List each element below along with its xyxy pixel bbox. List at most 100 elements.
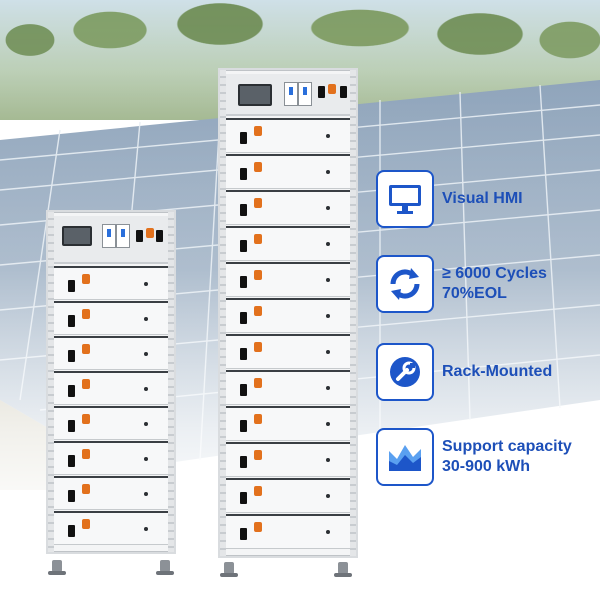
- circuit-breaker: [298, 82, 312, 106]
- module-plug: [68, 384, 75, 397]
- battery-module: [54, 301, 168, 335]
- module-plug: [68, 524, 75, 537]
- status-led: [144, 386, 148, 391]
- battery-module: [226, 262, 350, 297]
- rack-foot: [156, 560, 174, 575]
- module-plug: [240, 456, 247, 468]
- rack-foot: [334, 562, 352, 577]
- orange-connector: [254, 198, 262, 208]
- status-led: [326, 530, 330, 534]
- wrench-icon: [376, 343, 434, 401]
- status-led: [144, 491, 148, 496]
- status-led: [326, 494, 330, 498]
- orange-connector: [82, 378, 90, 389]
- power-plug: [318, 86, 325, 98]
- orange-connector: [82, 518, 90, 529]
- orange-connector: [254, 270, 262, 280]
- battery-rack-large: [218, 68, 358, 558]
- orange-connector: [254, 378, 262, 388]
- rack-rail: [48, 212, 54, 552]
- battery-module: [226, 298, 350, 333]
- battery-module: [226, 406, 350, 441]
- feature-text: Rack-Mounted: [442, 362, 552, 382]
- monitor-icon: [376, 170, 434, 228]
- capacity-chart-icon: [376, 428, 434, 486]
- battery-module: [226, 190, 350, 225]
- module-plug: [240, 168, 247, 180]
- rack-foot: [220, 562, 238, 577]
- orange-connector: [82, 483, 90, 494]
- status-led: [326, 386, 330, 390]
- module-plug: [240, 132, 247, 144]
- module-plug: [68, 279, 75, 292]
- status-led: [326, 170, 330, 174]
- orange-connector: [254, 342, 262, 352]
- feature-line: Rack-Mounted: [442, 363, 553, 380]
- module-plug: [240, 492, 247, 504]
- feature-line: 30-900 kWh: [442, 458, 531, 475]
- orange-connector: [82, 308, 90, 319]
- feature-text: Visual HMI: [442, 189, 523, 209]
- orange-connector: [254, 414, 262, 424]
- status-led: [326, 422, 330, 426]
- power-plug: [340, 86, 347, 98]
- orange-connector: [254, 162, 262, 172]
- module-plug: [68, 349, 75, 362]
- battery-module: [54, 476, 168, 510]
- status-led: [144, 456, 148, 461]
- power-plug: [136, 230, 143, 242]
- battery-module: [226, 478, 350, 513]
- rack-rail: [350, 70, 356, 556]
- control-panel: [54, 216, 168, 264]
- orange-connector: [82, 413, 90, 424]
- power-plug: [156, 230, 163, 242]
- status-led: [144, 526, 148, 531]
- battery-module: [226, 442, 350, 477]
- status-led: [144, 421, 148, 426]
- status-led: [326, 134, 330, 138]
- feature-line: Visual HMI: [442, 190, 523, 207]
- status-led: [144, 351, 148, 356]
- module-plug: [240, 420, 247, 432]
- module-plug: [240, 312, 247, 324]
- module-plug: [240, 276, 247, 288]
- hmi-screen: [62, 226, 92, 246]
- status-led: [326, 206, 330, 210]
- orange-connector: [254, 486, 262, 496]
- battery-module: [54, 266, 168, 300]
- module-plug: [68, 489, 75, 502]
- feature-line: 70%EOL: [442, 285, 507, 302]
- orange-connector: [254, 450, 262, 460]
- orange-connector: [254, 522, 262, 532]
- orange-connector: [82, 448, 90, 459]
- battery-rack-small: [46, 210, 176, 554]
- orange-connector: [146, 228, 154, 238]
- module-plug: [240, 384, 247, 396]
- module-plug: [240, 528, 247, 540]
- hmi-screen: [238, 84, 272, 106]
- battery-module: [54, 336, 168, 370]
- battery-module: [226, 226, 350, 261]
- orange-connector: [254, 126, 262, 136]
- battery-module: [226, 118, 350, 153]
- battery-module: [226, 334, 350, 369]
- status-led: [326, 458, 330, 462]
- control-panel: [226, 74, 350, 116]
- status-led: [326, 350, 330, 354]
- circuit-breaker: [102, 224, 116, 248]
- battery-module: [226, 154, 350, 189]
- orange-connector: [254, 234, 262, 244]
- status-led: [326, 242, 330, 246]
- orange-connector: [82, 343, 90, 354]
- circuit-breaker: [284, 82, 298, 106]
- status-led: [144, 316, 148, 321]
- battery-module: [54, 406, 168, 440]
- battery-module: [54, 371, 168, 405]
- battery-module: [54, 511, 168, 545]
- rack-foot: [48, 560, 66, 575]
- circuit-breaker: [116, 224, 130, 248]
